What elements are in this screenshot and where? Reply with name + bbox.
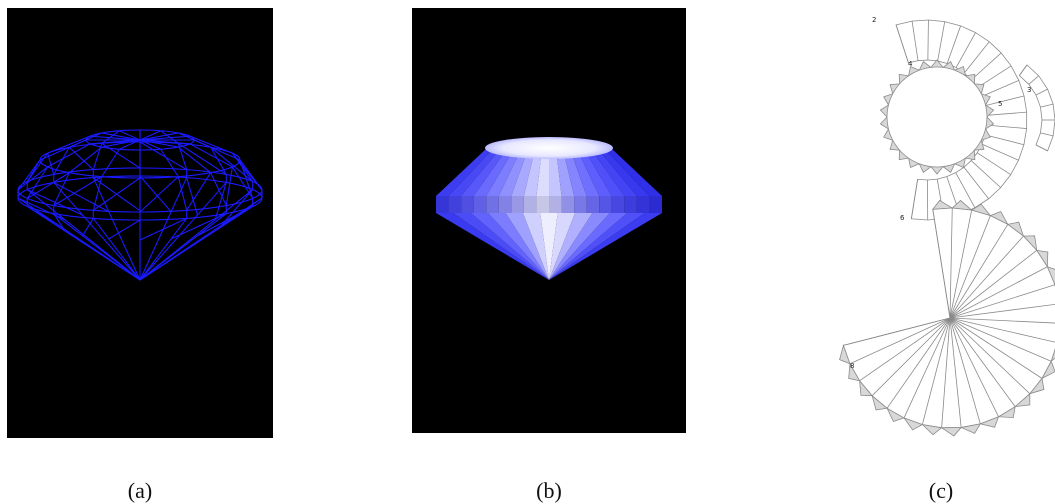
caption-a: (a) [128, 478, 152, 504]
girdle-facet [612, 196, 625, 213]
wireframe-edge [140, 190, 253, 280]
girdle-facet [474, 196, 487, 213]
net-number-label: 3 [1027, 86, 1031, 94]
wireframe-edges [18, 130, 262, 280]
net-shapes [840, 20, 1055, 436]
girdle-facet [587, 196, 600, 213]
caption-c: (c) [929, 478, 953, 504]
girdle-facet [511, 196, 524, 213]
girdle-facet [436, 196, 449, 213]
girdle-facet [486, 196, 499, 213]
girdle-facet [624, 196, 637, 213]
wireframe-edge [69, 147, 93, 169]
net-number-label: 6 [900, 214, 905, 222]
diamond-pavilion [436, 213, 662, 280]
wireframe-diamond-drawing [7, 8, 273, 438]
shaded-diamond-panel [412, 8, 686, 433]
girdle-facet [637, 196, 650, 213]
net-number-label: 5 [998, 100, 1002, 108]
unfolded-net-panel: 2 4 5 3 6 8 [820, 10, 1055, 440]
girdle-facet [649, 196, 662, 213]
wireframe-edge [54, 147, 70, 174]
wireframe-edge [27, 190, 140, 280]
wireframe-edge [140, 176, 171, 212]
net-number-label: 4 [908, 60, 913, 68]
caption-b: (b) [536, 478, 562, 504]
girdle-facet [536, 196, 549, 213]
wireframe-edge [211, 147, 227, 174]
net-table-circle [887, 67, 987, 167]
girdle-facet [574, 196, 587, 213]
diamond-table [485, 137, 613, 159]
girdle-facet [599, 196, 612, 213]
girdle-facet [549, 196, 562, 213]
net-tab [942, 427, 962, 436]
wireframe-edge [226, 167, 232, 206]
shaded-diamond-drawing [412, 8, 686, 433]
wireframe-edge [102, 143, 140, 168]
girdle-facet [461, 196, 474, 213]
net-number-label: 2 [872, 16, 876, 24]
net-fold-line [928, 20, 929, 60]
girdle-facet [499, 196, 512, 213]
girdle-facet [524, 196, 537, 213]
net-number-label: 8 [850, 362, 854, 370]
wireframe-edge [93, 143, 101, 169]
unfolded-net-drawing: 2 4 5 3 6 8 [820, 10, 1055, 440]
girdle-facet [449, 196, 462, 213]
wireframe-edge [27, 153, 47, 181]
girdle-facet [562, 196, 575, 213]
wireframe-diamond-panel [7, 8, 273, 438]
